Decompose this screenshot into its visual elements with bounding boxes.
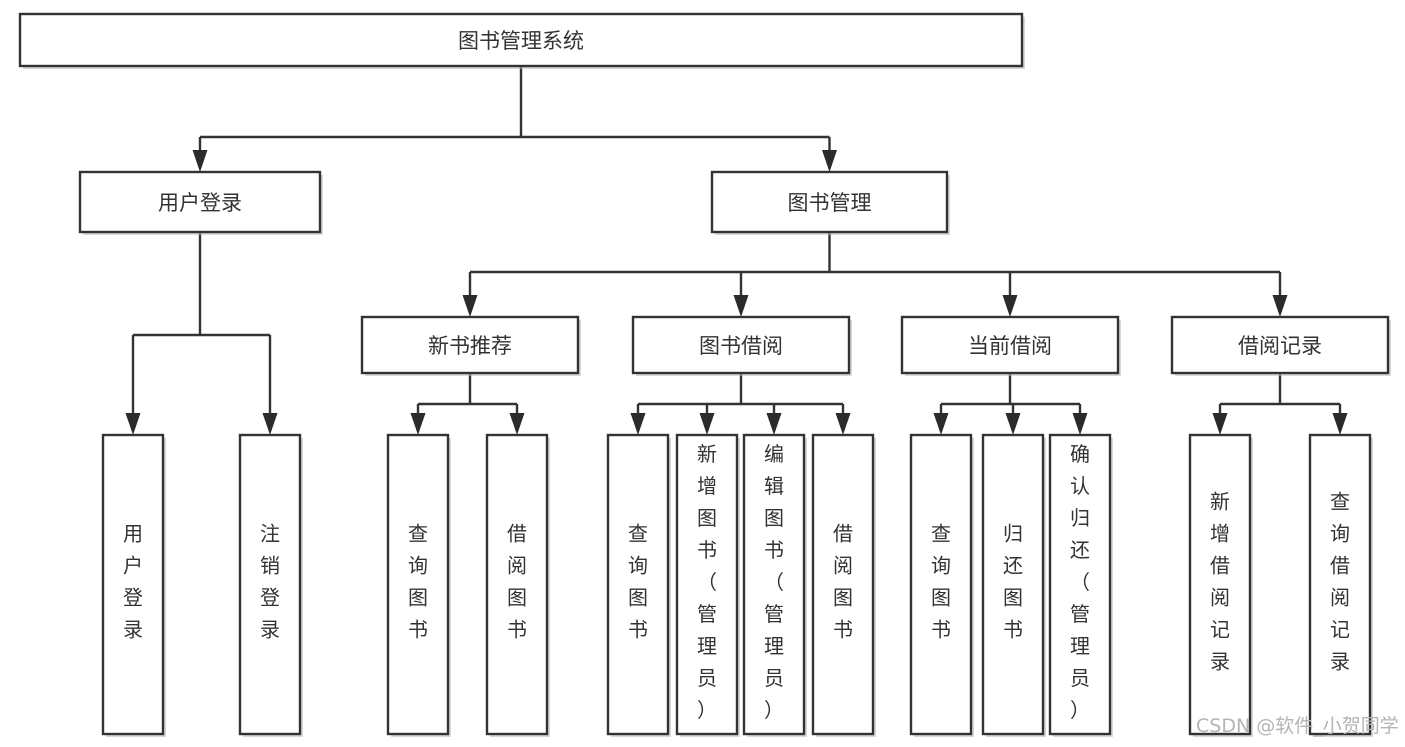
node-current-borrow[interactable]: 当前借阅 [900,315,1121,376]
connector-group-user_login [125,232,278,435]
node-borrow-record[interactable]: 借阅记录 [1170,315,1391,376]
node-label: 查询图书 [628,522,648,642]
node-label: 借阅图书 [833,522,853,642]
node-leaf-add-book[interactable]: 新增图书（管理员） [675,433,740,737]
node-label: 借阅图书 [507,522,527,642]
node-leaf-user-login[interactable]: 用户登录 [101,433,166,737]
node-leaf-query-book-1[interactable]: 查询图书 [386,433,451,737]
node-label: 用户登录 [158,191,242,215]
node-label: 用户登录 [123,522,143,642]
node-leaf-user-logout[interactable]: 注销登录 [238,433,303,737]
node-label: 查询图书 [931,522,951,642]
node-leaf-add-record[interactable]: 新增借阅记录 [1188,433,1253,737]
connector-group-root [192,66,837,172]
node-leaf-confirm-return[interactable]: 确认归还（管理员） [1048,433,1113,737]
node-label: 注销登录 [260,522,280,642]
connector-group-borrow_record [1212,373,1348,435]
node-label: 编辑图书（管理员） [764,442,784,722]
node-book-borrow[interactable]: 图书借阅 [631,315,852,376]
node-label: 查询图书 [408,522,428,642]
node-leaf-query-record[interactable]: 查询借阅记录 [1308,433,1373,737]
node-leaf-query-book-3[interactable]: 查询图书 [909,433,974,737]
node-label: 图书借阅 [699,334,783,358]
node-leaf-return-book[interactable]: 归还图书 [981,433,1046,737]
node-leaf-borrow-book-2[interactable]: 借阅图书 [811,433,876,737]
node-label: 新增借阅记录 [1210,490,1230,674]
node-label: 新书推荐 [428,334,512,358]
connector-layer [125,66,1348,435]
node-root[interactable]: 图书管理系统 [18,12,1025,69]
node-label: 新增图书（管理员） [697,442,717,722]
node-book-manage[interactable]: 图书管理 [710,170,950,235]
node-leaf-query-book-2[interactable]: 查询图书 [606,433,671,737]
node-label: 查询借阅记录 [1330,490,1350,674]
node-user-login[interactable]: 用户登录 [78,170,323,235]
node-layer: 图书管理系统用户登录图书管理新书推荐图书借阅当前借阅借阅记录用户登录注销登录查询… [18,12,1391,737]
node-label: 当前借阅 [968,334,1052,358]
node-label: 归还图书 [1003,522,1023,642]
node-label: 确认归还（管理员） [1070,442,1090,722]
connector-group-book_manage [462,232,1288,317]
connector-group-new_book_rec [410,373,525,435]
connector-group-book_borrow [630,373,851,435]
node-label: 图书管理系统 [458,29,584,53]
node-label: 图书管理 [788,191,872,215]
node-leaf-borrow-book-1[interactable]: 借阅图书 [485,433,550,737]
csdn-watermark: CSDN @软件_小贺同学 [1196,715,1399,737]
node-leaf-edit-book[interactable]: 编辑图书（管理员） [742,433,807,737]
node-new-book-rec[interactable]: 新书推荐 [360,315,581,376]
node-label: 借阅记录 [1238,334,1322,358]
connector-group-current_borrow [933,373,1088,435]
